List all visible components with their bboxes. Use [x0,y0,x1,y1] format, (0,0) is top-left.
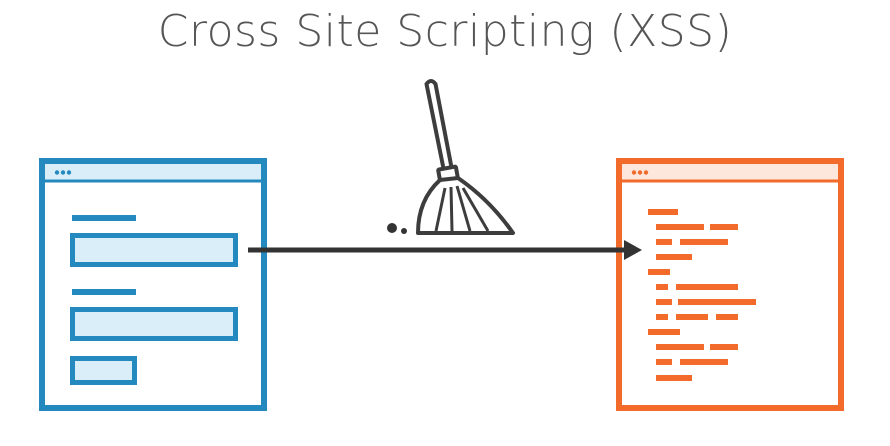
broom-icon [387,79,515,235]
code-line [648,209,678,215]
code-line [676,314,708,320]
code-line [710,224,738,230]
web-form-window-icon [39,158,267,411]
form-window-titlebar [45,164,261,180]
dust-dot-2 [401,228,407,234]
code-line [710,344,738,350]
form-window-dot-3 [66,170,72,175]
code-line [656,239,672,245]
code-line [656,299,672,305]
code-line [648,329,680,335]
broom-bristle-lines [434,185,490,232]
code-line [656,314,668,320]
page-title: Cross Site Scripting (XSS) [157,6,733,57]
code-line [716,314,738,320]
code-line [656,344,704,350]
code-line [648,269,670,275]
form-window-dot-1 [54,170,60,175]
form-input-2 [70,307,238,341]
code-window-titlebar [622,164,838,180]
code-line [678,299,756,305]
code-window-dot-1 [631,170,637,175]
code-line [676,284,738,290]
form-label-1 [72,215,136,221]
code-window-dot-3 [643,170,649,175]
form-window-dot-2 [60,170,66,175]
code-line [656,359,672,365]
code-line [680,239,728,245]
broom-bristles [416,176,515,235]
code-line [656,224,704,230]
broom-handle [424,79,454,173]
code-line [656,284,668,290]
form-submit-button [70,356,137,385]
code-line [680,359,728,365]
code-window-dot-2 [637,170,643,175]
form-input-1 [70,233,238,267]
form-label-2 [72,289,136,295]
code-line [656,375,692,381]
dust-dot-1 [387,223,397,233]
code-line [656,254,692,260]
code-window-icon [616,158,844,411]
arrow-head [624,240,642,260]
right-arrow-icon [248,240,642,260]
